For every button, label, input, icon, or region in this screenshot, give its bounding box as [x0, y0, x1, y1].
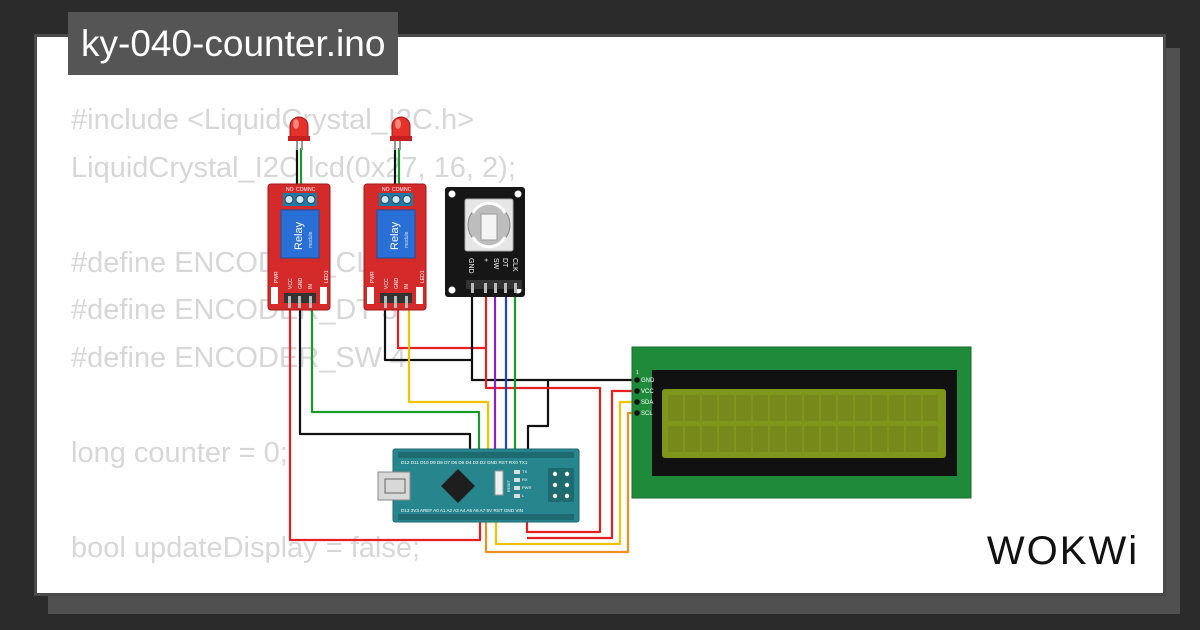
pwr-label: PWR: [370, 271, 376, 283]
mcu-chip: [441, 469, 475, 503]
pin-label: NO: [382, 187, 390, 193]
relay-module-1[interactable]: NO COM NC Relay module PWR LED1 VCC GND …: [267, 183, 331, 311]
pin-label: VCC: [641, 389, 654, 395]
pwr-led: [367, 287, 374, 304]
pin-label: SDA: [641, 400, 653, 406]
wire-black: [470, 292, 550, 458]
top-pin-row: [398, 452, 574, 458]
pin-label: CLK: [511, 258, 518, 272]
wire-black: [383, 308, 472, 362]
rotary-encoder[interactable]: CLK DT SW + GND: [445, 187, 525, 297]
led-pwr: [514, 486, 520, 490]
bottom-pin-row: [398, 514, 574, 520]
pin-label: IN: [308, 284, 314, 289]
relay-sublabel: module: [404, 231, 410, 248]
led-1[interactable]: [288, 116, 310, 150]
pin-label: DT: [501, 258, 508, 268]
icsp-header: [548, 468, 574, 502]
top-pin-labels: D12 D11 D10 D9 D8 D7 D6 D5 D4 D3 D2 GND …: [401, 460, 528, 465]
pwr-led: [271, 287, 278, 304]
led-l: [514, 494, 520, 498]
led1-indicator: [416, 287, 423, 304]
pin-label: COM: [296, 187, 308, 193]
wokwi-logo: WOKWi: [987, 529, 1139, 573]
wire-yellow: [407, 308, 490, 458]
pin-label: COM: [392, 187, 404, 193]
wire-yellow: [494, 400, 636, 546]
pin-label: SW: [492, 258, 499, 270]
pin-label: VCC: [288, 278, 294, 289]
pin-label: IN: [404, 284, 410, 289]
pin-label: +: [482, 258, 489, 262]
pin-label: GND: [394, 278, 400, 290]
bottom-pin-labels: D13 3V3 AREF A0 A1 A2 A3 A4 A5 A6 A7 5V …: [401, 508, 523, 513]
led1-label: LED1: [324, 270, 330, 283]
pin-label: GND: [298, 278, 304, 290]
wire-black: [298, 308, 472, 458]
pin-label: SCL: [641, 411, 653, 417]
led-2[interactable]: [390, 116, 412, 150]
led-icon: [289, 116, 309, 139]
code-line: #define ENCODER_SW 4: [71, 341, 407, 374]
code-line: long counter = 0;: [71, 436, 288, 469]
wires: [288, 148, 636, 554]
relay-body: [280, 209, 320, 259]
led-label: L: [522, 493, 525, 498]
wire-red: [527, 389, 636, 540]
led1-label: LED1: [420, 270, 426, 283]
wire-red: [396, 308, 486, 350]
arduino-nano[interactable]: D12 D11 D10 D9 D8 D7 D6 D5 D4 D3 D2 GND …: [377, 448, 580, 523]
relay-label: Relay: [389, 221, 401, 250]
pin-label: NC: [308, 187, 316, 193]
wire-green: [310, 308, 481, 458]
pin-label: GND: [641, 378, 655, 384]
led-label: RX: [522, 477, 528, 482]
relay-sublabel: module: [308, 231, 314, 248]
wire-orange: [484, 411, 636, 554]
relay-module-2[interactable]: NO COM NC Relay module PWR LED1 VCC GND …: [363, 183, 427, 311]
preview-card[interactable]: #include <LiquidCrystal_I2C.h> LiquidCrys…: [34, 34, 1166, 596]
reset-label: RESET: [507, 479, 511, 492]
code-line: LiquidCrystal_I2C lcd(0x27, 16, 2);: [71, 151, 516, 184]
project-title: ky-040-counter.ino: [68, 12, 399, 75]
pin-label: NC: [404, 187, 412, 193]
pwr-label: PWR: [274, 271, 280, 283]
led-label: TX: [522, 469, 527, 474]
led1-indicator: [320, 287, 327, 304]
led-rx: [514, 478, 520, 482]
reset-button[interactable]: [494, 470, 504, 496]
led-label: PWR: [522, 485, 531, 490]
code-listing: #include <LiquidCrystal_I2C.h> LiquidCrys…: [71, 97, 516, 572]
code-line: #include <LiquidCrystal_I2C.h>: [71, 104, 475, 136]
relay-body: [376, 209, 416, 259]
lcd-char-cells: [668, 395, 938, 452]
pin-label: NO: [286, 187, 294, 193]
led-icon: [391, 116, 411, 139]
wokwi-logo-text: WOKWi: [987, 529, 1139, 573]
wire-red: [484, 292, 602, 534]
relay-label: Relay: [293, 221, 305, 250]
pin-label: VCC: [384, 278, 390, 289]
wire-red: [288, 308, 482, 542]
led-tx: [514, 470, 520, 474]
code-line: bool updateDisplay = false;: [71, 531, 421, 564]
pin-label: GND: [467, 258, 474, 274]
lcd-display[interactable]: 1 GND VCC SDA SCL: [631, 346, 972, 499]
pin1-label: 1: [636, 370, 639, 376]
